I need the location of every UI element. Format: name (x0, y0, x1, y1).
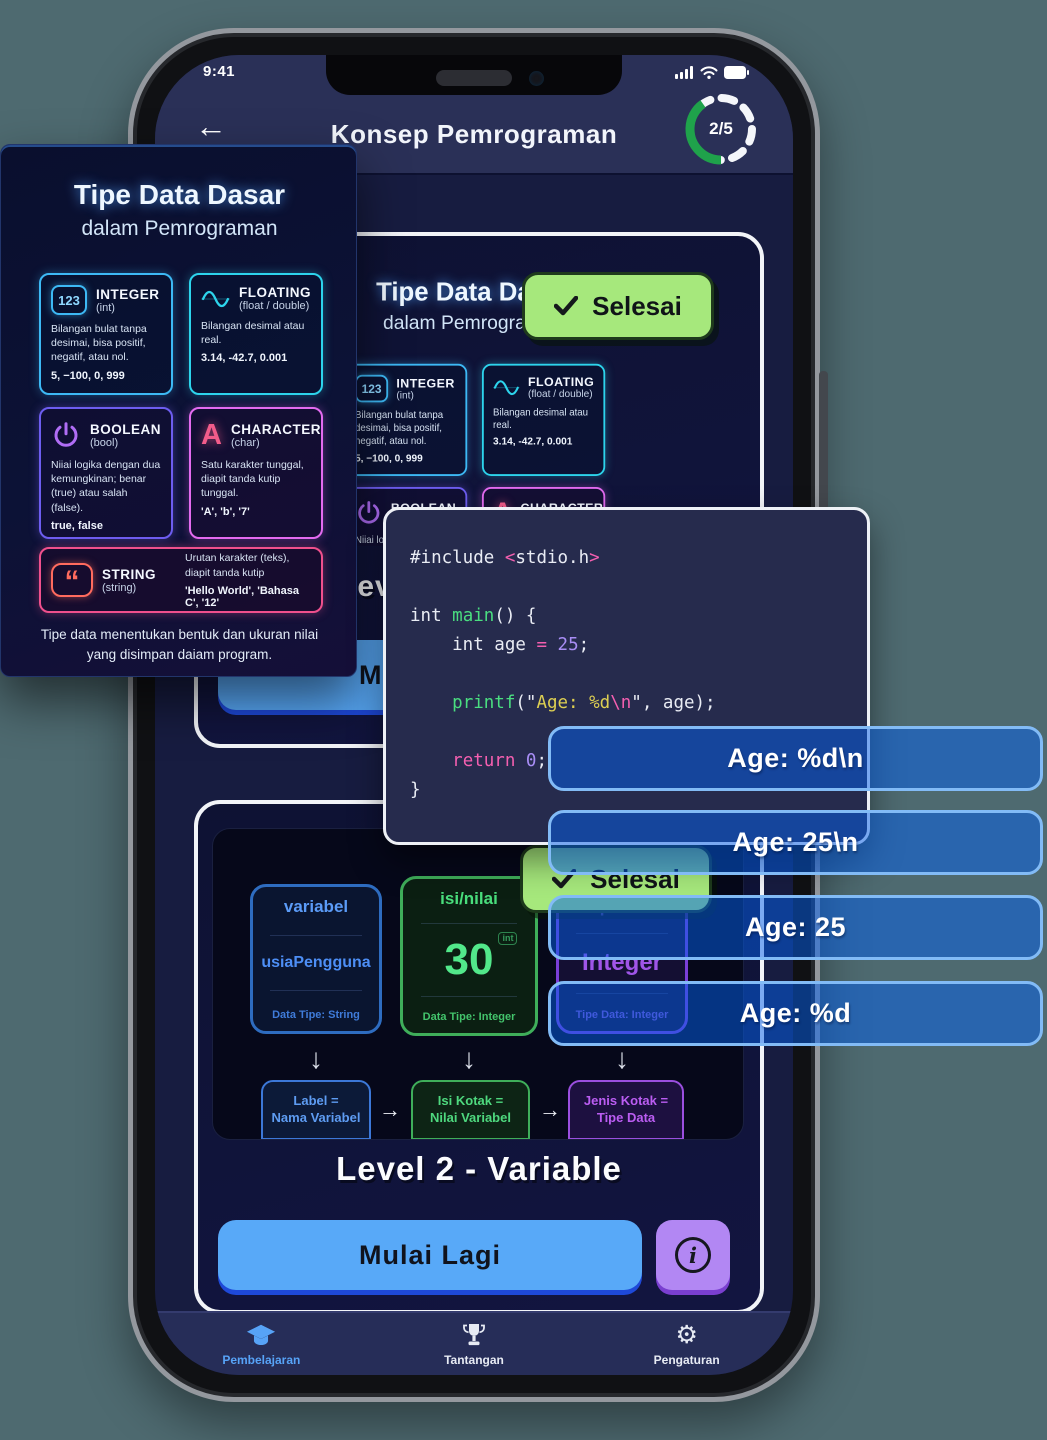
box-title: isi/nilai (440, 889, 498, 908)
divider (421, 996, 517, 997)
answer-option-2[interactable]: Age: 25\n (548, 810, 1043, 875)
type-card-floating: FLOATING (float / double) Bilangan desim… (481, 363, 606, 476)
box-value: 30 int (445, 932, 518, 982)
power-icon (358, 501, 380, 524)
quiz-card-level2: variabel usiaPengguna Data Tipe: String … (194, 800, 764, 1314)
down-arrow: ↓ (309, 1043, 323, 1074)
level2-title: Level 2 - Variable (336, 1150, 622, 1187)
sine-wave-icon (201, 290, 230, 307)
infographic-title: Tipe Data Dasar (73, 179, 286, 210)
signal-icon (675, 66, 693, 79)
level2-restart-button[interactable]: Mulai Lagi (218, 1220, 642, 1290)
front-camera (529, 71, 544, 86)
infographic-card: Tipe Data Dasar dalam Pemrograman 123 IN… (0, 144, 357, 677)
code-line (410, 660, 843, 689)
battery-icon (724, 66, 749, 79)
power-icon (54, 422, 78, 447)
graduation-cap-icon (246, 1322, 276, 1350)
check-icon (552, 869, 577, 889)
right-arrow: → (379, 1097, 401, 1122)
type-card-boolean: BOOLEAN (bool) Niiai logika dengan dua k… (39, 407, 173, 539)
gear-icon: ⚙ (675, 1321, 698, 1349)
code-line: int age = 25; (410, 635, 590, 655)
code-line: printf("Age: %d\n", age); (452, 693, 716, 713)
infographic-subtitle: dalam Pemrograman (81, 217, 278, 240)
type-card-floating: FLOATING (float / double) Bilangan desim… (189, 273, 323, 395)
status-icons (675, 66, 749, 79)
box-footer: Data Tipe: Integer (422, 1011, 516, 1023)
code-snippet-card: #include <stdio.h> int main() { int age … (383, 507, 870, 845)
code-line: } (410, 780, 421, 800)
down-arrow: ↓ (462, 1043, 476, 1074)
status-time: 9:41 (203, 63, 236, 80)
integer-123-icon: 123 (355, 374, 389, 403)
info-icon: i (675, 1237, 711, 1273)
letter-a-icon: A (201, 418, 222, 451)
quote-icon: “ (51, 563, 93, 597)
infographic-footer: Tipe data menentukan bentuk dan ukuran n… (40, 627, 319, 662)
code-line: #include <stdio.h> (410, 548, 600, 568)
progress-ring: 2/5 (679, 87, 763, 171)
type-card-string: “ STRING (string) Urutan karakter (teks)… (39, 547, 323, 613)
code-line (410, 573, 843, 602)
answer-option-1[interactable]: Age: %d\n (548, 726, 1043, 791)
speaker (436, 70, 512, 86)
code-line: return 0; (452, 751, 548, 771)
right-arrow: → (539, 1097, 561, 1122)
type-card-character: A CHARACTER (char) Satu karakter tunggal… (189, 407, 323, 539)
wifi-icon (700, 66, 718, 79)
nav-item-pengaturan[interactable]: ⚙ Pengaturan (653, 1321, 720, 1367)
notch (326, 55, 622, 95)
box-footer: Data Tipe: String (272, 1009, 360, 1021)
integer-123-icon: 123 (51, 285, 87, 315)
trophy-icon (462, 1322, 486, 1350)
nav-item-pembelajaran[interactable]: Pembelajaran (155, 1313, 368, 1375)
info-button[interactable]: i (656, 1220, 730, 1290)
divider (270, 935, 362, 936)
nav-item-tantangan[interactable]: Tantangan (368, 1313, 581, 1375)
answer-option-4[interactable]: Age: %d (548, 981, 1043, 1046)
int-badge: int (498, 932, 518, 945)
bottom-nav: Pembelajaran Tantangan (155, 1311, 793, 1375)
divider (270, 990, 362, 991)
type-card-integer: 123 INTEGER (int) Bilangan bulat tanpa d… (39, 273, 173, 395)
flow-box-label: Label =Nama Variabel (261, 1080, 371, 1139)
box-title: variabel (283, 897, 349, 916)
flow-box-type: Jenis Kotak =Tipe Data (568, 1080, 684, 1139)
page-title: Konsep Pemrograman (330, 119, 618, 149)
down-arrow: ↓ (615, 1043, 629, 1074)
code-line: int main() { (410, 606, 537, 626)
back-button[interactable]: ← (195, 108, 227, 144)
variable-value-box: isi/nilai 30 int Data Tipe: Integer (400, 876, 538, 1036)
done-label: Selesai (592, 290, 682, 321)
infographic-content: Tipe Data Dasar dalam Pemrograman 123 IN… (1, 145, 358, 678)
progress-ring-svg (685, 93, 757, 165)
power-button[interactable] (819, 371, 828, 511)
answer-option-3[interactable]: Age: 25 (548, 895, 1043, 960)
progress-label: 2/5 (709, 119, 733, 138)
box-value: usiaPengguna (261, 954, 371, 971)
sine-wave-icon (493, 379, 520, 395)
variable-name-box: variabel usiaPengguna Data Tipe: String (250, 884, 382, 1034)
divider (421, 923, 517, 924)
flow-box-value: Isi Kotak =Nilai Variabel (411, 1080, 530, 1139)
check-icon (554, 296, 579, 316)
type-card-integer: 123 INTEGER (int) Bilangan bulat tanpa d… (343, 363, 468, 476)
code-body: #include <stdio.h> int main() { int age … (410, 544, 843, 805)
level1-done-button[interactable]: Selesai (522, 272, 714, 340)
